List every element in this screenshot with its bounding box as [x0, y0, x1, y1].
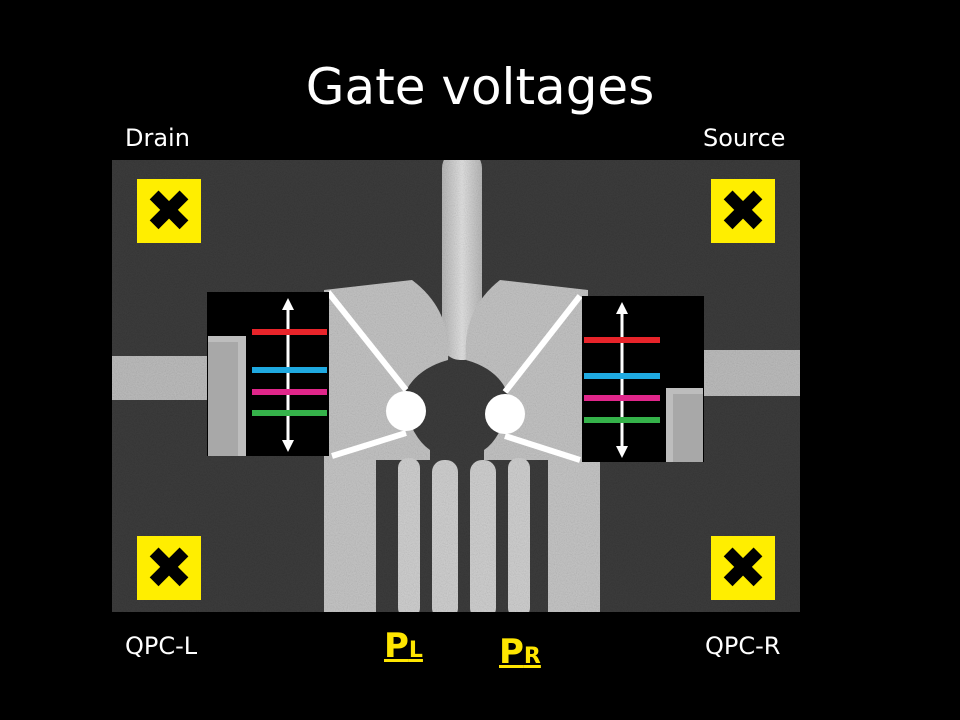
left-energy-level-inset	[207, 292, 329, 456]
plunger-left-sub: L	[408, 638, 423, 663]
bottom-gate-5	[508, 458, 530, 612]
arrow-up-icon	[282, 298, 294, 310]
qpc-left-contact: ✖	[137, 536, 201, 600]
qpc-left-label: QPC-L	[125, 632, 198, 660]
drain-contact: ✖	[137, 179, 201, 243]
right-dot-line-bottom	[504, 433, 581, 463]
energy-level-3	[584, 395, 660, 401]
plunger-right-sub: R	[523, 644, 541, 669]
energy-level-1	[252, 329, 327, 335]
drain-label: Drain	[125, 124, 190, 152]
arrow-down-icon	[282, 440, 294, 452]
right-dot-line-top	[502, 294, 583, 394]
x-mark-icon: ✖	[144, 177, 194, 245]
top-gate	[442, 160, 482, 360]
energy-level-3	[252, 389, 327, 395]
x-mark-icon: ✖	[718, 177, 768, 245]
source-label: Source	[703, 124, 786, 152]
bottom-gate-3	[432, 460, 458, 612]
left-dot-line-bottom	[331, 430, 407, 459]
left-dot	[386, 391, 426, 431]
bottom-gate-2	[398, 458, 420, 612]
energy-level-4	[584, 417, 660, 423]
x-mark-icon: ✖	[144, 534, 194, 602]
energy-level-2	[252, 367, 327, 373]
plunger-right-label: PR	[499, 632, 541, 672]
arrow-up-icon	[616, 302, 628, 314]
qpc-right-contact: ✖	[711, 536, 775, 600]
energy-level-2	[584, 373, 660, 379]
bottom-gate-6	[548, 460, 600, 612]
right-energy-level-inset	[582, 296, 704, 462]
arrow-down-icon	[616, 446, 628, 458]
plunger-right-main: P	[499, 632, 524, 672]
left-dot-line-top	[325, 290, 409, 392]
plunger-left-main: P	[384, 626, 409, 666]
qpc-right-label: QPC-R	[705, 632, 781, 660]
x-mark-icon: ✖	[718, 534, 768, 602]
plunger-left-label: PL	[384, 626, 423, 666]
bottom-gate-1	[324, 460, 376, 612]
source-contact: ✖	[711, 179, 775, 243]
slide-title: Gate voltages	[305, 58, 655, 116]
bottom-gate-4	[470, 460, 496, 612]
energy-level-4	[252, 410, 327, 416]
right-dot	[485, 394, 525, 434]
energy-level-1	[584, 337, 660, 343]
